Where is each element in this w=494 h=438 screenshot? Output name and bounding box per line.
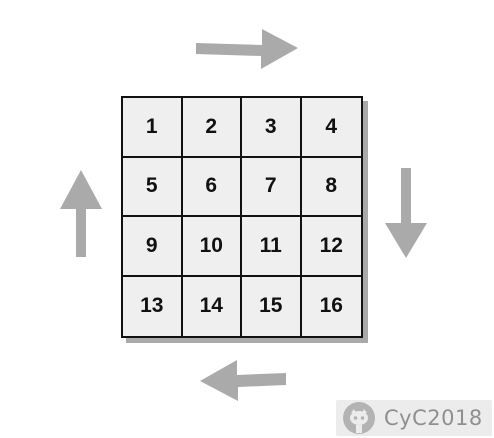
grid-cell: 7 <box>242 157 302 217</box>
grid-cell: 14 <box>182 276 242 336</box>
watermark-text: CyC2018 <box>384 406 483 430</box>
grid-cell: 10 <box>182 217 242 277</box>
arrow-right-icon <box>196 29 298 69</box>
grid-cell: 6 <box>182 157 242 217</box>
grid-cell: 8 <box>301 157 361 217</box>
grid-cell: 2 <box>182 98 242 158</box>
grid-cell: 13 <box>123 276 183 336</box>
grid-cell: 3 <box>242 98 302 158</box>
grid-cell: 11 <box>242 217 302 277</box>
arrow-up-icon <box>60 170 102 257</box>
grid-cell: 15 <box>242 276 302 336</box>
grid-cell: 16 <box>301 276 361 336</box>
grid-cell: 12 <box>301 217 361 277</box>
grid-cell: 1 <box>123 98 183 158</box>
grid-cell: 9 <box>123 217 183 277</box>
watermark: CyC2018 <box>336 400 492 436</box>
grid-cell: 4 <box>301 98 361 158</box>
github-octocat-icon <box>343 402 375 434</box>
arrow-left-icon <box>200 360 286 401</box>
arrow-down-icon <box>385 168 427 258</box>
grid-cell: 5 <box>123 157 183 217</box>
